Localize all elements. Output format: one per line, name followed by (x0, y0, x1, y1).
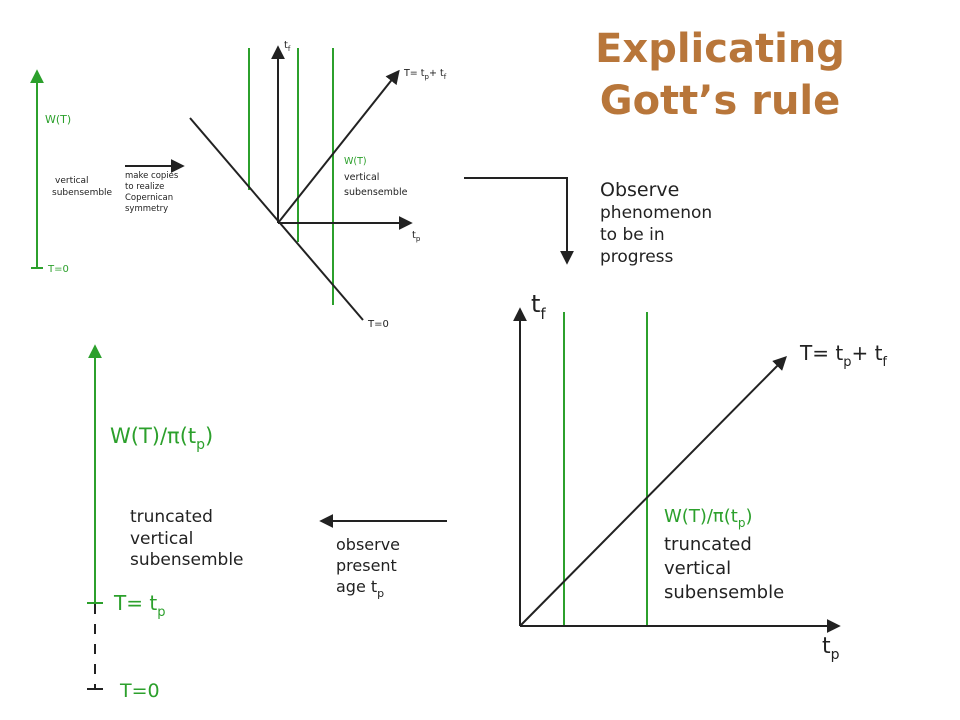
subensemble-text: subensemble (52, 188, 113, 198)
copies-text-1: make copies (125, 171, 179, 181)
vertical-text: vertical (130, 529, 193, 549)
w-axis-label: W(T) (45, 113, 71, 126)
present-text-1: observe (336, 535, 400, 554)
t0-diagonal (189, 117, 364, 321)
copies-text-2: to realize (125, 182, 164, 192)
vertical-label: vertical (344, 172, 379, 183)
tf-label: tf (284, 40, 291, 53)
observe-text-1: Observe (600, 179, 679, 201)
t0-label: T=0 (119, 680, 160, 702)
diag-label: T= tp+ tf (799, 341, 887, 370)
observe-arrow (464, 177, 574, 265)
diag-arrow (277, 69, 400, 224)
diag-arrow (519, 356, 787, 627)
observe-text-3: to be in (600, 225, 665, 245)
tp-label: tp (822, 634, 840, 663)
panel-truncated-vertical: W(T)/π(tp) truncated vertical subensembl… (87, 344, 244, 702)
tf-label: tf (531, 290, 546, 323)
present-text-3: age tp (336, 577, 384, 600)
diag-label: T= tp+ tf (403, 68, 447, 81)
t0-label: T=0 (367, 319, 389, 330)
panel-copernican-diagram: tf tp T= tp+ tf W(T) vertical subensembl… (189, 40, 447, 330)
observe-text-4: progress (600, 247, 674, 267)
observe-text-2: phenomenon (600, 203, 712, 223)
copies-text-3: Copernican (125, 193, 173, 203)
copies-text-4: symmetry (125, 204, 168, 214)
w-label: W(T) (344, 156, 367, 167)
w-pi-label: W(T)/π(tp) (110, 424, 213, 453)
panel-vertical-subensemble: W(T) vertical subensemble T=0 make copie… (30, 69, 185, 275)
subensemble-label: subensemble (344, 187, 408, 198)
vertical-text: vertical (55, 176, 89, 186)
observe-present-step: observe present age tp (319, 514, 447, 600)
present-text-2: present (336, 556, 397, 575)
title-line-1: Explicating (595, 26, 845, 72)
vertical-text: vertical (664, 558, 731, 579)
truncated-text: truncated (664, 534, 752, 555)
subensemble-text: subensemble (130, 550, 244, 570)
tp-label: tp (412, 230, 421, 243)
t0-label: T=0 (47, 264, 69, 275)
truncated-text: truncated (130, 507, 213, 527)
tp-label: T= tp (113, 591, 165, 620)
title-line-2: Gott’s rule (600, 78, 841, 124)
subensemble-text: subensemble (664, 582, 784, 603)
panel-truncated-diagram: tf tp T= tp+ tf W(T)/π(tp) truncated ver… (513, 290, 887, 663)
w-pi-label: W(T)/π(tp) (664, 506, 752, 530)
observe-phenomenon-step: Observe phenomenon to be in progress (464, 177, 712, 267)
